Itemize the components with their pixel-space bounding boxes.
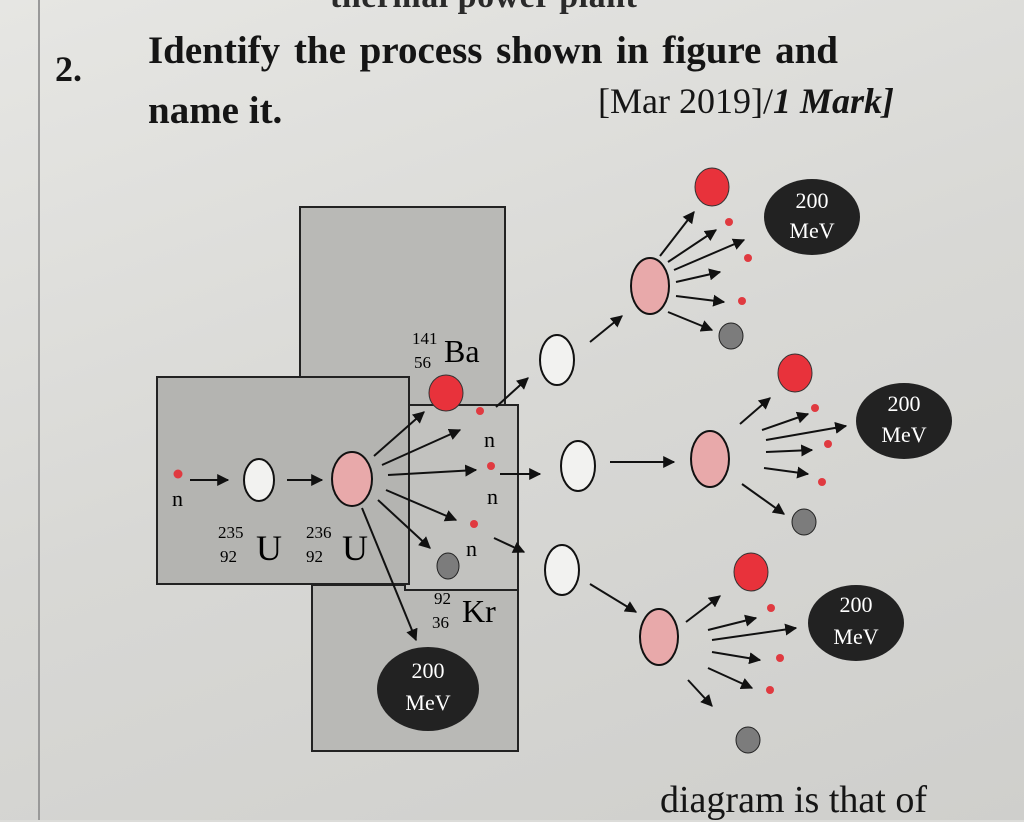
arrow — [381, 428, 462, 466]
arrow — [761, 411, 810, 431]
arrow — [361, 507, 418, 642]
figure-box-back — [299, 206, 506, 408]
arrow — [711, 651, 762, 665]
arrow — [377, 499, 431, 549]
energy-unit: MeV — [789, 218, 834, 243]
ba-nucleus — [777, 353, 813, 393]
arrow — [675, 294, 726, 307]
arrow — [673, 238, 746, 271]
neutron-dot — [811, 404, 819, 412]
neutron-dot — [725, 218, 733, 226]
energy-badge — [764, 179, 860, 255]
neutron-dot — [767, 604, 775, 612]
cut-off-heading: thermal power plant — [330, 0, 637, 16]
u235-symbol: U — [256, 528, 282, 568]
arrow — [707, 667, 754, 689]
question-text-line1: Identify the process shown in figure and — [148, 29, 838, 72]
energy-value: 200 — [840, 592, 873, 617]
arrow — [373, 411, 425, 457]
arrow — [589, 315, 623, 343]
ba-nucleus — [694, 167, 730, 207]
neutron-dot — [818, 478, 826, 486]
neutron-dot — [487, 462, 495, 470]
u235-nucleus — [243, 458, 275, 502]
arrow — [675, 268, 722, 283]
arrow — [741, 483, 785, 515]
ba-symbol: Ba — [444, 333, 480, 369]
kr-nucleus — [791, 508, 817, 536]
energy-unit: MeV — [405, 690, 450, 715]
neutron-dot — [173, 469, 183, 479]
energy-unit: MeV — [881, 422, 926, 447]
u235-atomic: 92 — [220, 547, 237, 566]
arrow — [765, 421, 848, 441]
arrow — [763, 466, 810, 479]
arrow — [385, 489, 458, 522]
u236-nucleus — [630, 257, 670, 315]
u236-atomic: 92 — [306, 547, 323, 566]
kr-nucleus — [735, 726, 761, 754]
kr-nucleus — [718, 322, 744, 350]
neutron-label: n — [466, 536, 477, 561]
arrow — [387, 464, 478, 477]
ba-mass: 141 — [412, 329, 438, 348]
energy-value: 200 — [888, 391, 921, 416]
cut-off-text: diagram is that of — [660, 779, 927, 821]
neutron-dot — [744, 254, 752, 262]
kr-symbol: Kr — [462, 593, 496, 629]
neutron-dot — [766, 686, 774, 694]
ba-nucleus — [428, 374, 464, 412]
ba-nucleus — [733, 552, 769, 592]
u235-nucleus — [544, 544, 580, 596]
arrow — [739, 397, 771, 425]
energy-unit: MeV — [833, 624, 878, 649]
energy-badge — [377, 647, 479, 731]
energy-value: 200 — [796, 188, 829, 213]
neutron-dot — [776, 654, 784, 662]
arrow — [495, 377, 529, 408]
u236-nucleus — [331, 451, 373, 507]
neutron-dot — [824, 440, 832, 448]
arrow — [685, 595, 721, 623]
arrow — [711, 623, 798, 641]
question-number: 2. — [55, 49, 82, 89]
arrow — [659, 211, 695, 257]
kr-atomic: 36 — [432, 613, 449, 632]
neutron-dot — [470, 520, 478, 528]
ba-atomic: 56 — [414, 353, 431, 372]
question-reference: [Mar 2019]/1 Mark] — [598, 80, 894, 122]
arrow — [687, 679, 713, 707]
u235-mass: 235 — [218, 523, 244, 542]
arrow — [667, 311, 714, 332]
kr-mass: 92 — [434, 589, 451, 608]
arrow — [765, 444, 814, 457]
figure-box-right-strip — [404, 404, 519, 591]
u235-nucleus — [539, 334, 575, 386]
neutron-label: n — [172, 486, 183, 511]
page-margin-line — [38, 0, 40, 820]
energy-value: 200 — [412, 658, 445, 683]
neutron-dot — [738, 297, 746, 305]
arrow — [667, 229, 717, 263]
energy-badge — [856, 383, 952, 459]
energy-badge — [808, 585, 904, 661]
u236-mass: 236 — [306, 523, 332, 542]
neutron-dot — [476, 407, 484, 415]
u236-nucleus — [690, 430, 730, 488]
u235-nucleus — [560, 440, 596, 492]
mark-value: 1 Mark] — [772, 81, 894, 121]
u236-symbol: U — [342, 528, 368, 568]
arrow — [707, 614, 758, 631]
u236-nucleus — [639, 608, 679, 666]
neutron-label: n — [484, 427, 495, 452]
question-text-line2: name it. — [148, 89, 283, 132]
kr-nucleus — [436, 552, 460, 580]
exam-reference: [Mar 2019]/ — [598, 81, 773, 121]
neutron-label: n — [487, 484, 498, 509]
arrow — [493, 537, 526, 553]
arrow — [589, 583, 638, 613]
